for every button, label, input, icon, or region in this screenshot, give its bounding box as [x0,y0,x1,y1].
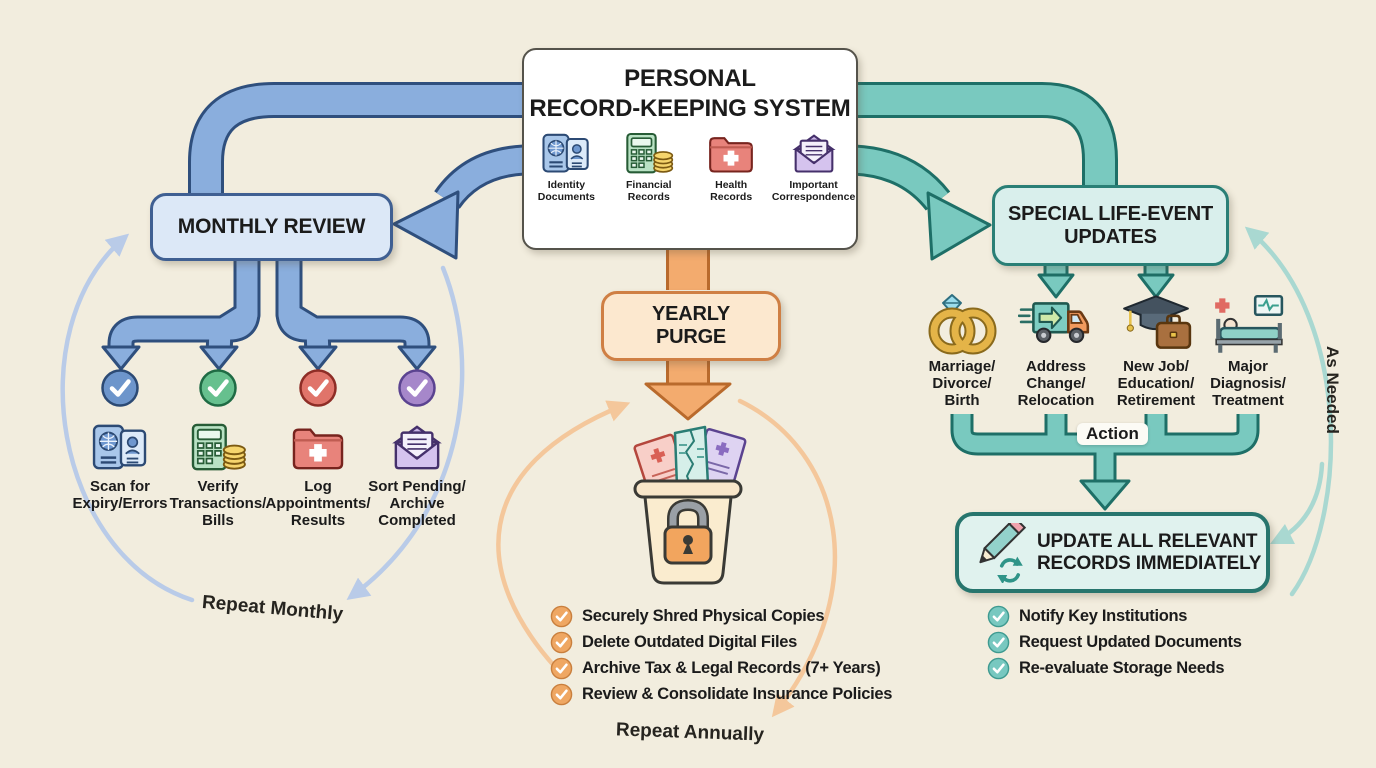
monthly-task-log: Log Appointments/ Results [258,368,378,529]
list-item-label: Review & Consolidate Insurance Policies [582,684,893,703]
category-label: Important Correspondence [771,179,856,204]
list-item-label: Request Updated Documents [1019,632,1242,651]
task-label: Scan for Expiry/Errors [72,478,168,512]
event-major-diagnosis: Major Diagnosis/ Treatment [1193,293,1303,409]
check-circle-icon [550,683,573,706]
special-life-event-box: SPECIAL LIFE-EVENT UPDATES [992,185,1229,266]
pencil-refresh-icon [967,515,1031,584]
monthly-task-scan: Scan for Expiry/Errors [60,368,180,513]
envelope-icon [388,423,446,473]
event-address-change: Address Change/ Relocation [1001,293,1111,409]
hospital-bed-icon [1210,293,1286,355]
event-marriage-divorce-birth: Marriage/ Divorce/ Birth [907,293,1017,409]
graduation-briefcase-icon [1118,293,1194,355]
category-identity-documents: Identity Documents [526,132,606,203]
as-needed-label: As Needed [1323,346,1342,434]
yearly-purge-box: YEARLY PURGE [601,291,781,361]
cycle-arcs [60,226,1334,718]
list-item: Request Updated Documents [987,629,1242,655]
check-circle-icon [550,605,573,628]
yearly-purge-title: YEARLY PURGE [651,303,731,348]
monthly-review-box: MONTHLY REVIEW [150,193,393,261]
task-label: Sort Pending/ Archive Completed [368,478,466,529]
check-circle-icon [550,631,573,654]
event-label: Major Diagnosis/ Treatment [1210,358,1286,409]
calculator-icon [624,132,674,176]
check-circle-icon [550,657,573,680]
rings-icon [924,293,1000,355]
list-item: Archive Tax & Legal Records (7+ Years) [550,655,892,681]
yearly-purge-checklist: Securely Shred Physical Copies Delete Ou… [550,603,892,707]
moving-truck-icon [1017,293,1094,355]
special-life-event-title: SPECIAL LIFE-EVENT UPDATES [1008,202,1213,248]
list-item: Notify Key Institutions [987,603,1242,629]
list-item-label: Re-evaluate Storage Needs [1019,658,1225,677]
envelope-icon [789,132,839,176]
folder-cross-icon [289,423,347,473]
list-item: Re-evaluate Storage Needs [987,655,1242,681]
event-label: Marriage/ Divorce/ Birth [928,358,996,409]
category-financial-records: Financial Records [609,132,689,203]
list-item: Delete Outdated Digital Files [550,629,892,655]
list-item-label: Archive Tax & Legal Records (7+ Years) [582,658,881,677]
list-item-label: Securely Shred Physical Copies [582,606,825,625]
event-label: New Job/ Education/ Retirement [1116,358,1196,409]
list-item: Securely Shred Physical Copies [550,603,892,629]
task-label: Log Appointments/ Results [265,478,371,529]
folder-cross-icon [706,132,756,176]
list-item-label: Delete Outdated Digital Files [582,632,798,651]
record-categories: Identity Documents Financial Records Hea… [524,132,856,203]
calculator-icon [189,423,247,473]
monthly-review-title: MONTHLY REVIEW [177,214,366,238]
check-circle-icon [397,368,437,408]
update-records-title: UPDATE ALL RELEVANT RECORDS IMMEDIATELY [1037,530,1262,574]
list-item: Review & Consolidate Insurance Policies [550,681,892,707]
monthly-task-verify: Verify Transactions/ Bills [158,368,278,529]
passport-icon [91,423,149,473]
update-records-box: UPDATE ALL RELEVANT RECORDS IMMEDIATELY [955,512,1270,593]
list-item-label: Notify Key Institutions [1019,606,1188,625]
check-circle-icon [987,605,1010,628]
check-circle-icon [987,631,1010,654]
task-label: Verify Transactions/ Bills [169,478,267,529]
action-label: Action [1077,423,1148,445]
update-checklist: Notify Key Institutions Request Updated … [987,603,1242,681]
category-label: Identity Documents [537,179,595,204]
category-label: Health Records [710,179,753,204]
check-circle-icon [298,368,338,408]
check-circle-icon [100,368,140,408]
event-label: Address Change/ Relocation [1017,358,1095,409]
system-title: PERSONAL RECORD-KEEPING SYSTEM [529,65,851,122]
category-health-records: Health Records [691,132,771,203]
category-label: Financial Records [626,179,672,204]
passport-icon [541,132,591,176]
category-important-correspondence: Important Correspondence [771,132,856,204]
locked-trash-icon [613,421,763,591]
check-circle-icon [987,657,1010,680]
check-circle-icon [198,368,238,408]
event-new-job-education: New Job/ Education/ Retirement [1101,293,1211,409]
monthly-task-sort: Sort Pending/ Archive Completed [357,368,477,529]
central-system-box: PERSONAL RECORD-KEEPING SYSTEM Identity … [522,48,858,250]
